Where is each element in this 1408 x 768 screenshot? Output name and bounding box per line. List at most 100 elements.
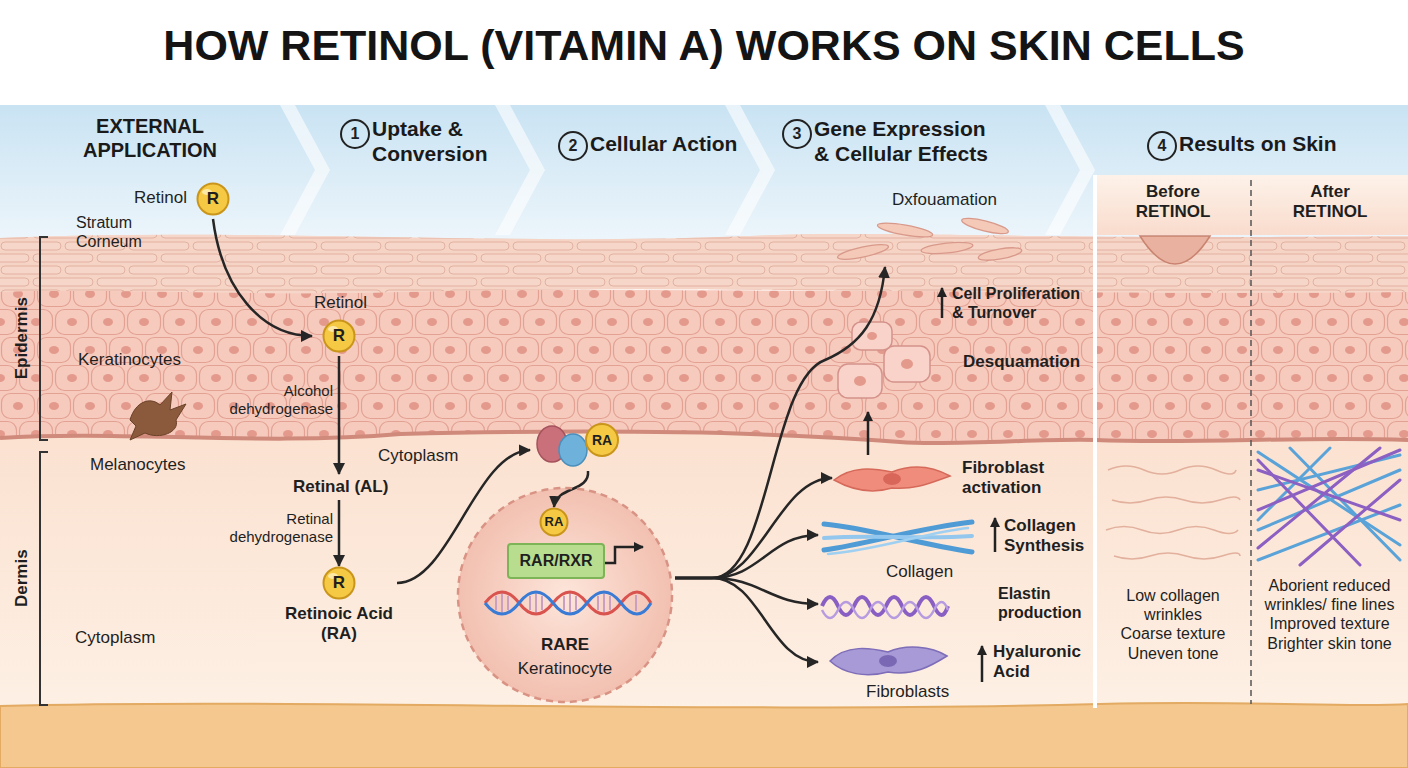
fibroblast-cell-shape bbox=[832, 462, 952, 498]
molecule-label: Retinal (AL) bbox=[293, 477, 388, 497]
panel-separator bbox=[1093, 175, 1097, 708]
layer-brackets bbox=[40, 237, 48, 705]
molecule-label: Retinol bbox=[134, 188, 187, 208]
connector-arrow bbox=[675, 267, 885, 578]
elastin-fiber-shape bbox=[818, 586, 953, 626]
nucleus-shape-part bbox=[458, 488, 672, 702]
molecule-symbol: RA bbox=[586, 424, 618, 456]
structure-label: Collagen bbox=[886, 562, 953, 582]
melanocyte bbox=[130, 392, 186, 440]
effect-label: Cell Proliferation & Turnover bbox=[952, 284, 1094, 322]
connector-arrow bbox=[338, 500, 341, 566]
fibroblast-cell-shape-part bbox=[879, 655, 897, 667]
collagen-fibers-shape bbox=[818, 514, 978, 560]
connector-arrow bbox=[338, 356, 341, 474]
receptor-complex: RA bbox=[530, 420, 625, 471]
nucleus-shape-part-part bbox=[597, 596, 599, 610]
step-number: 3 bbox=[782, 119, 812, 149]
collagen-mesh bbox=[1258, 448, 1400, 565]
fibroblast-cell: Hyaluronic AcidFibroblasts bbox=[818, 640, 1088, 705]
header-label: Results on Skin bbox=[1179, 131, 1337, 156]
header-ground bbox=[0, 105, 1408, 245]
molecule-circle: RA bbox=[539, 507, 569, 537]
region-label: Cytoplasm bbox=[378, 446, 458, 466]
header-label: Gene Expression & Cellular Effects bbox=[814, 116, 1004, 166]
stratum-corneum-layer bbox=[0, 234, 1408, 293]
basement-membrane bbox=[0, 432, 1408, 444]
nucleus-shape-part-part bbox=[609, 596, 611, 610]
proliferating-cells-part bbox=[884, 346, 930, 382]
step-number: 1 bbox=[340, 119, 370, 149]
flaking-cells-shape bbox=[835, 214, 1025, 264]
header-band: EXTERNAL APPLICATION bbox=[70, 114, 233, 165]
collagen-fibers-shape-part-part bbox=[824, 524, 972, 552]
thin-collagen-part bbox=[1106, 527, 1238, 534]
panel-body: Low collagen wrinkles Coarse texture Une… bbox=[1118, 586, 1228, 663]
increase-arrows-part bbox=[867, 412, 870, 455]
nucleus-shape-part-part bbox=[529, 596, 531, 610]
connector-arrow bbox=[675, 578, 818, 662]
proliferating-cells-part bbox=[838, 364, 882, 398]
step-number: 4 bbox=[1147, 131, 1177, 161]
increase-arrows-part bbox=[994, 518, 997, 552]
collagen-fibers-shape-part-part bbox=[828, 528, 968, 554]
process-label: Dxfouamation bbox=[892, 190, 997, 210]
layer-label: Stratum Corneum bbox=[76, 213, 156, 251]
flaking-cells-shape-part-part bbox=[977, 245, 1022, 262]
receptor-complex-shape-part bbox=[586, 424, 618, 456]
connector-arrow bbox=[675, 478, 832, 578]
fibroblast-cell-shape-part bbox=[834, 467, 950, 491]
header-label: Uptake & Conversion bbox=[372, 116, 497, 166]
region-label: Cytoplasm bbox=[75, 628, 155, 648]
receptor-box: RAR/RXR bbox=[507, 543, 605, 579]
increase-arrows-part bbox=[981, 646, 984, 682]
cell-nuclei bbox=[854, 332, 913, 386]
flaking-cells-shape-part-part bbox=[921, 240, 974, 255]
elastin-fiber-shape-part bbox=[822, 602, 948, 618]
thin-collagen bbox=[1106, 466, 1240, 559]
molecule-circle: RetinolR bbox=[312, 293, 370, 356]
fibroblast-cell-shape bbox=[826, 642, 951, 680]
flaking-cells-shape-part bbox=[837, 215, 1023, 262]
nucleus: RAREKeratinocyteRARAR/RXR bbox=[455, 485, 675, 705]
nucleus-shape-part-part bbox=[507, 596, 509, 610]
thin-collagen-part bbox=[1108, 466, 1236, 474]
effect-label: Desquamation bbox=[963, 352, 1080, 372]
fibroblast-cell-shape-part bbox=[830, 647, 947, 675]
collagen-fibers-shape-part bbox=[824, 522, 972, 554]
panel-heading: Before RETINOL bbox=[1123, 182, 1223, 223]
result-panel: Before RETINOL Low collagen wrinkles Coar… bbox=[1097, 178, 1249, 703]
molecule-symbol: R bbox=[196, 182, 230, 216]
nucleus-shape-part-part bbox=[635, 595, 637, 611]
flaking-cells-shape-part-part bbox=[837, 242, 890, 263]
header-chevrons-part bbox=[725, 105, 775, 235]
collagen-mesh-part bbox=[1258, 460, 1360, 565]
epidermis-layer bbox=[0, 288, 1408, 443]
cell-nuclei-part bbox=[901, 359, 913, 369]
molecule-symbol: R bbox=[322, 566, 356, 600]
layer-label: Epidermis bbox=[12, 297, 32, 379]
flaking-cells: Dxfouamation bbox=[835, 190, 1028, 267]
molecule-label: Retinol bbox=[314, 293, 367, 313]
connector-arrow bbox=[675, 535, 818, 578]
stratum-corneum-cells bbox=[0, 234, 1408, 293]
flaking-cells-shape-part-part bbox=[961, 215, 1010, 236]
title-ground bbox=[0, 0, 1408, 105]
collagen-mesh-part bbox=[1258, 448, 1380, 548]
cell-label: Keratinocyte bbox=[505, 659, 625, 679]
molecule-symbol: R bbox=[322, 319, 356, 353]
header-chevrons bbox=[280, 105, 1095, 235]
layer-brackets-part bbox=[40, 452, 48, 705]
cell-label: Melanocytes bbox=[90, 455, 185, 475]
nucleus-shape-part-part bbox=[575, 596, 577, 610]
proliferating-cells-part bbox=[852, 322, 892, 350]
header-chevrons-part bbox=[495, 105, 545, 235]
nucleus-shape-part-part bbox=[535, 593, 537, 613]
nucleus-shape-part bbox=[485, 592, 651, 614]
layer-brackets-part bbox=[40, 237, 48, 440]
effect-label: Elastin production bbox=[998, 584, 1084, 622]
dermis-layer bbox=[0, 430, 1408, 710]
header-chevrons-part bbox=[280, 105, 330, 235]
increase-arrows-part bbox=[941, 288, 944, 318]
nucleus-shape-part-part bbox=[603, 593, 605, 613]
